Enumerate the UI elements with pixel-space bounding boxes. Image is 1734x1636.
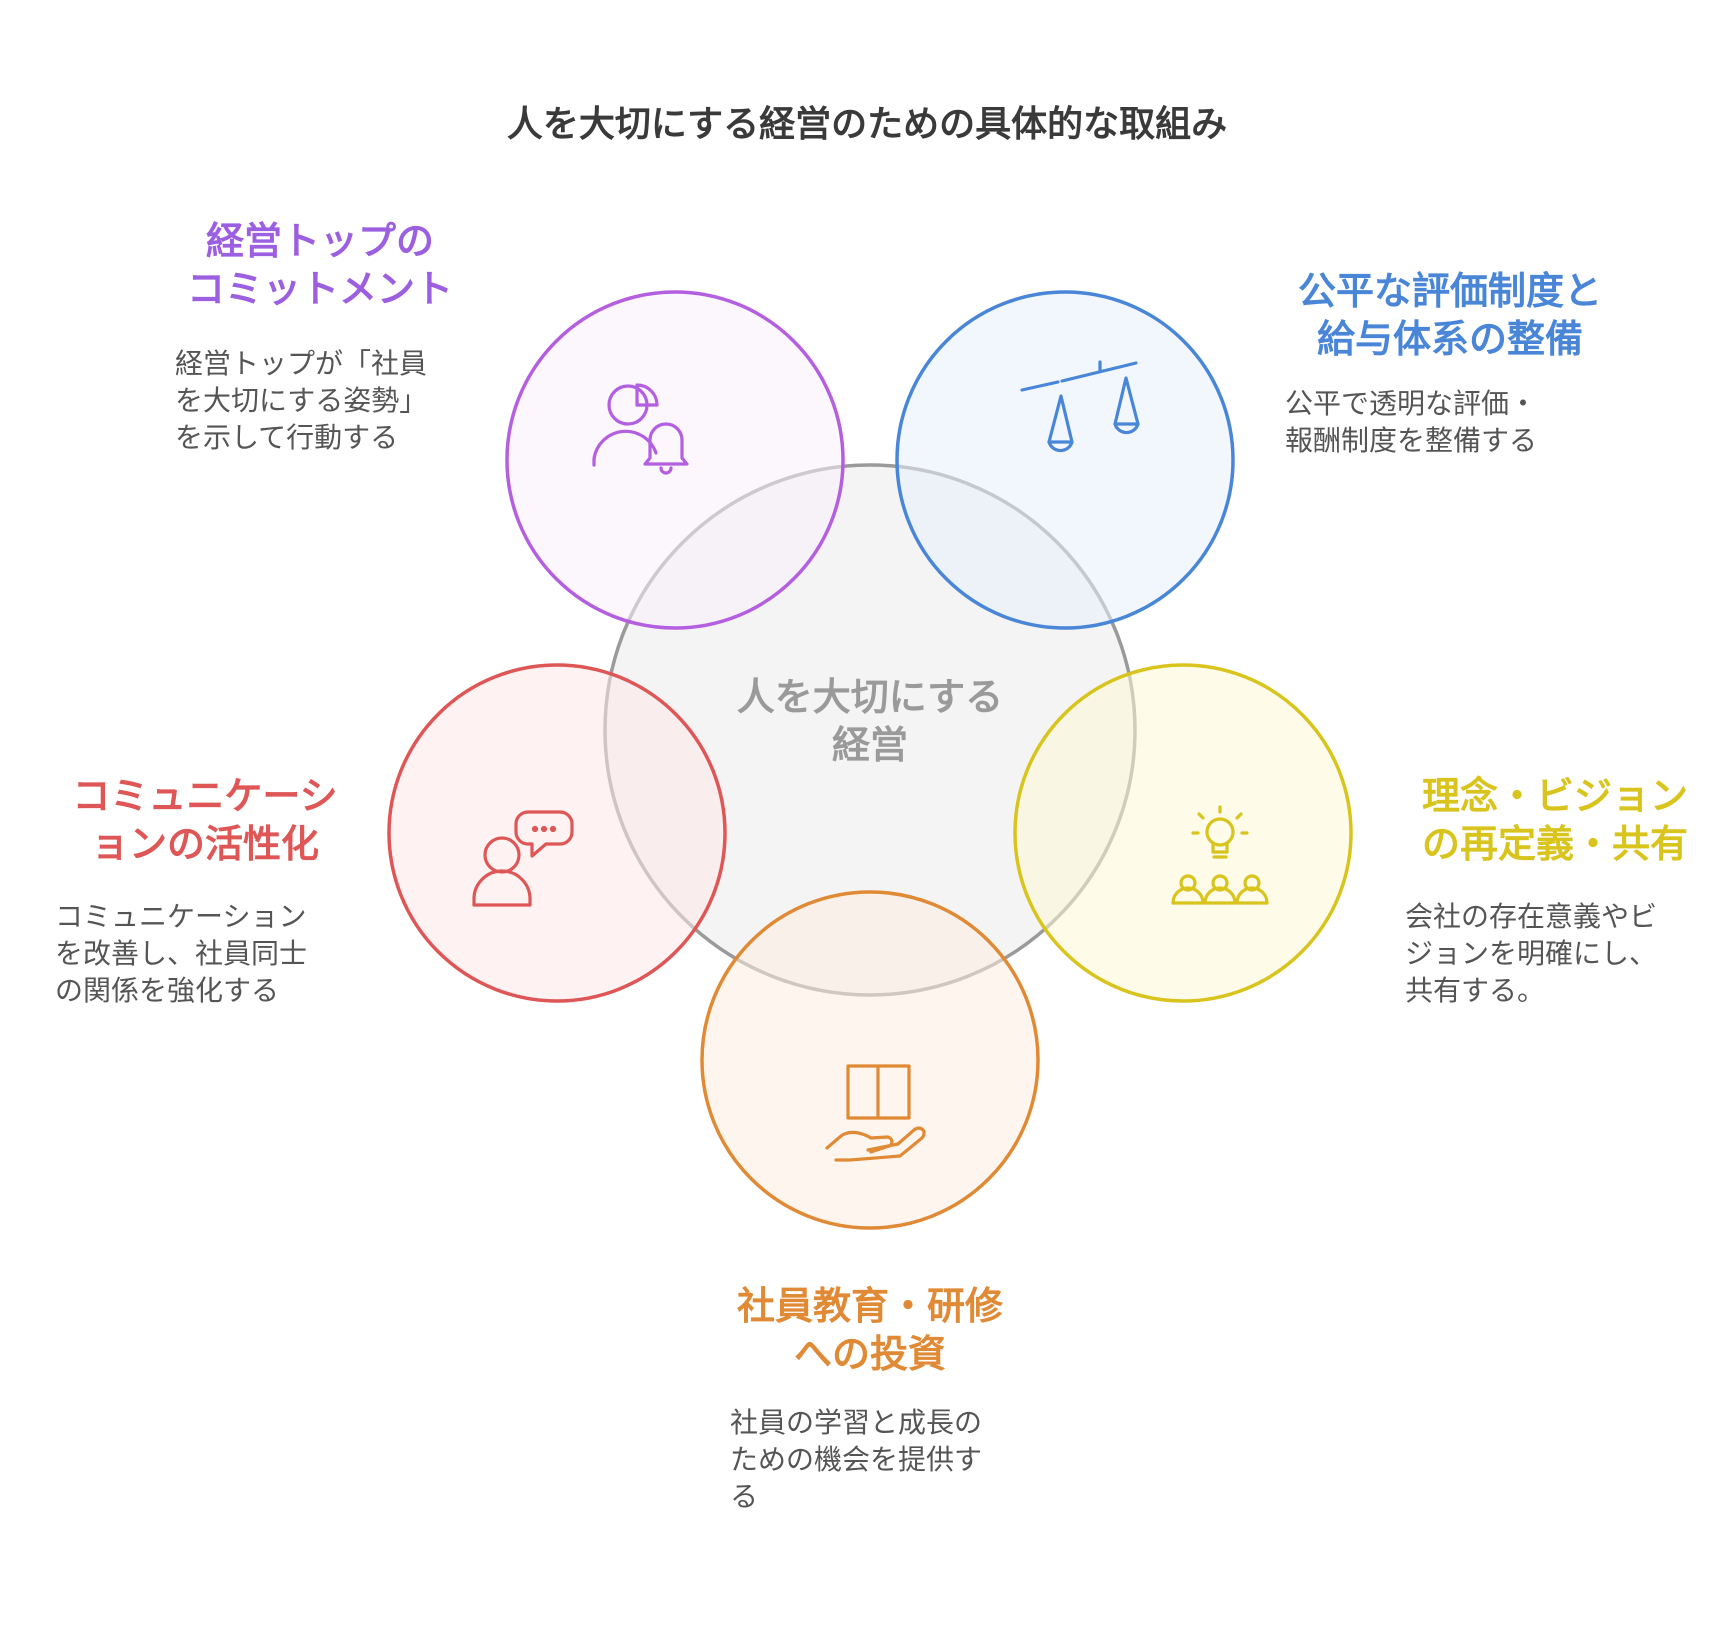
lightbulb-team-icon <box>1171 805 1269 905</box>
communication-heading: コミュニケーシ ョンの活性化 <box>72 774 338 866</box>
user-chat-icon <box>472 810 574 907</box>
vision-description: 会社の存在意義やビ ジョンを明確にし、 共有する。 <box>1405 900 1658 1007</box>
commitment-description: 経営トップが「社員 を大切にする姿勢」 を示して行動する <box>175 347 428 454</box>
vision-circle <box>1013 663 1353 1003</box>
communication-description: コミュニケーション を改善し、社員同士 の関係を強化する <box>55 900 308 1007</box>
education-circle <box>700 890 1040 1230</box>
commitment-heading: 経営トップの コミットメント <box>186 219 453 311</box>
center-label: 人を大切にする 経営 <box>736 675 1004 767</box>
diagram-title: 人を大切にする経営のための具体的な取組み <box>506 104 1228 145</box>
vision-heading: 理念・ビジョン の再定義・共有 <box>1421 774 1688 866</box>
user-bell-icon <box>592 383 689 475</box>
education-description: 社員の学習と成長の ための機会を提供す る <box>730 1406 983 1513</box>
education-heading: 社員教育・研修 への投資 <box>736 1284 1003 1376</box>
evaluation-circle <box>895 290 1235 630</box>
evaluation-description: 公平で透明な評価・ 報酬制度を整備する <box>1285 387 1538 457</box>
book-hand-icon <box>825 1064 926 1162</box>
communication-circle <box>387 663 727 1003</box>
commitment-circle <box>505 290 845 630</box>
scale-icon <box>1020 360 1140 453</box>
evaluation-heading: 公平な評価制度と 給与体系の整備 <box>1297 269 1602 361</box>
